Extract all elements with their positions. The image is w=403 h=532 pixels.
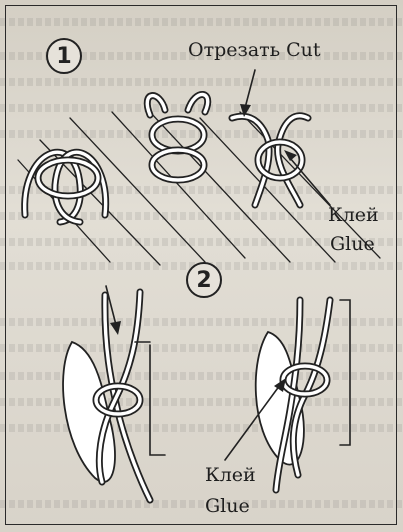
glue-label-bottom-en: Glue (205, 496, 250, 516)
step1-knot-a (25, 152, 106, 222)
step2-left-knot (63, 286, 165, 500)
step1-knot-c (232, 116, 308, 205)
step1-guide-lines (18, 112, 380, 265)
step-1-badge: 1 (46, 38, 82, 74)
glue-label-top-ru: Клей (328, 205, 379, 225)
step-2-badge: 2 (186, 262, 222, 298)
cut-arrow (240, 70, 255, 117)
step-2-number: 2 (196, 268, 211, 293)
glue-label-top-en: Glue (330, 234, 375, 254)
step1-knot-b (147, 94, 208, 180)
step2-right-knot (256, 300, 350, 490)
step-1-number: 1 (56, 44, 71, 69)
glue-label-bottom-ru: Клей (205, 465, 256, 485)
cut-label: Отрезать Cut (188, 40, 321, 60)
